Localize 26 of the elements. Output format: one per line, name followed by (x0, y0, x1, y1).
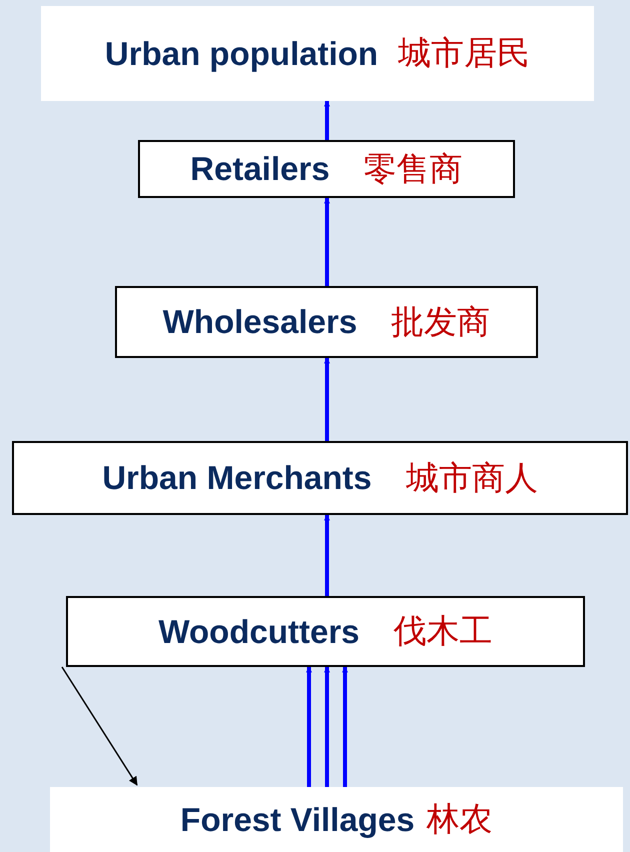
arrow (306, 666, 312, 787)
chinese-label: 城市居民 (398, 32, 530, 74)
chinese-label: 伐木工 (394, 610, 493, 652)
arrow (324, 197, 330, 286)
label-box (138, 140, 515, 198)
label-box (41, 6, 594, 101)
role-label: Urban Merchants (102, 459, 372, 497)
arrow (61, 666, 138, 786)
role-label: Urban population (104, 34, 378, 72)
chinese-label: 批发商 (391, 300, 490, 342)
role-label: Retailers (190, 150, 330, 188)
label-box (12, 441, 628, 515)
chinese-label: 林农 (426, 798, 493, 840)
arrow (324, 666, 330, 787)
label-box (50, 787, 623, 852)
arrow (342, 666, 348, 787)
arrow (324, 100, 330, 140)
arrow (324, 514, 330, 596)
chinese-label: 零售商 (364, 148, 463, 190)
chinese-label: 城市商人 (406, 456, 538, 498)
label-box (66, 596, 585, 667)
arrow (324, 357, 330, 441)
role-label: Wholesalers (162, 303, 358, 341)
role-label: Forest Villages (180, 800, 415, 838)
label-box (115, 286, 538, 358)
role-label: Woodcutters (158, 612, 360, 650)
